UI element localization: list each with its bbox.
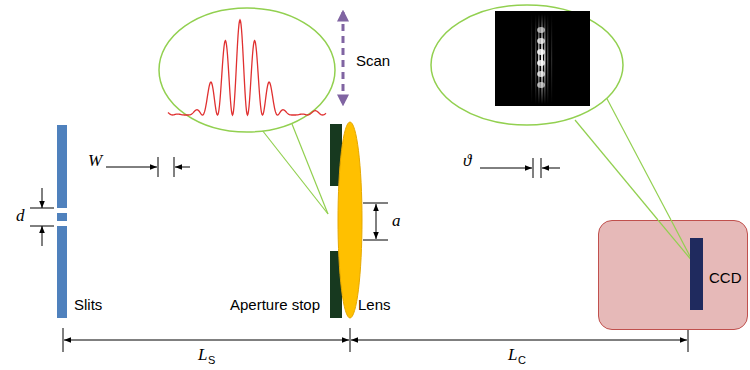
tick: [63, 328, 64, 352]
motion-label: Scan: [356, 53, 390, 68]
part-name: Slits: [74, 297, 102, 312]
slit-bar: [57, 213, 67, 221]
fringe-spot: [537, 60, 545, 66]
part-name: Lens: [358, 297, 391, 312]
a-dimension: [363, 203, 388, 240]
leader-line: [605, 95, 671, 220]
tick: [363, 203, 388, 204]
dimension-symbol: d: [16, 207, 25, 224]
slit-plate: [57, 226, 67, 318]
leader-line: [262, 130, 328, 214]
fringe: [551, 14, 552, 104]
arrow: [42, 226, 43, 246]
callout-circle: [159, 8, 335, 132]
scan-arrow: [342, 12, 345, 104]
profile-callout: [159, 8, 335, 214]
fringe-spot: [537, 49, 545, 55]
intensity-profile: [168, 20, 326, 115]
camera-housing: CCD: [598, 220, 748, 330]
device-name: CCD: [709, 270, 742, 285]
arrow: [175, 167, 190, 168]
lens: [338, 122, 362, 318]
arrow: [351, 340, 687, 341]
dimension-symbol: W: [88, 152, 102, 169]
arrow: [376, 221, 377, 239]
fringe-spot: [537, 27, 545, 33]
part-name: Aperture stop: [230, 297, 320, 312]
tick: [350, 328, 351, 352]
callout-circle: [431, 5, 623, 125]
slit-plate: [57, 125, 67, 208]
slits: [57, 125, 67, 318]
theta-dimension: [480, 158, 560, 178]
w-dimension: [106, 157, 190, 177]
tick: [541, 158, 542, 178]
sensor-bar: [690, 238, 703, 310]
dimension-symbol: ϑ: [463, 152, 471, 169]
tick: [158, 157, 159, 177]
arrow: [376, 204, 377, 221]
arrow: [542, 168, 560, 169]
dimension-symbol: a: [392, 212, 401, 229]
leader-line: [658, 220, 693, 262]
distance-subscript: S: [208, 355, 215, 366]
tick: [533, 158, 534, 178]
fringe-image: [495, 11, 590, 106]
fringe-spot: [537, 71, 545, 77]
distance-symbol: L: [508, 346, 517, 363]
distance-symbol: L: [198, 346, 207, 363]
fringes: [531, 14, 552, 104]
image-callout: [431, 5, 671, 220]
fringe-spot: [537, 82, 545, 88]
tick: [688, 328, 689, 352]
fringe: [535, 14, 536, 104]
d-dimension: [30, 188, 54, 246]
distance-subscript: C: [518, 355, 526, 366]
arrow: [480, 168, 532, 169]
fringe: [531, 14, 532, 104]
leader-line: [671, 220, 693, 262]
arrow: [106, 167, 157, 168]
arrow: [64, 340, 349, 341]
tick: [363, 240, 388, 241]
leader-line: [292, 124, 328, 214]
fringe-spot: [537, 38, 545, 44]
leader-line: [575, 120, 658, 220]
tick: [174, 157, 175, 177]
distance-dimension: [63, 328, 688, 352]
fringe: [544, 14, 546, 104]
intensity-curve: [168, 20, 326, 115]
fringe: [547, 14, 548, 104]
arrow: [42, 188, 43, 208]
